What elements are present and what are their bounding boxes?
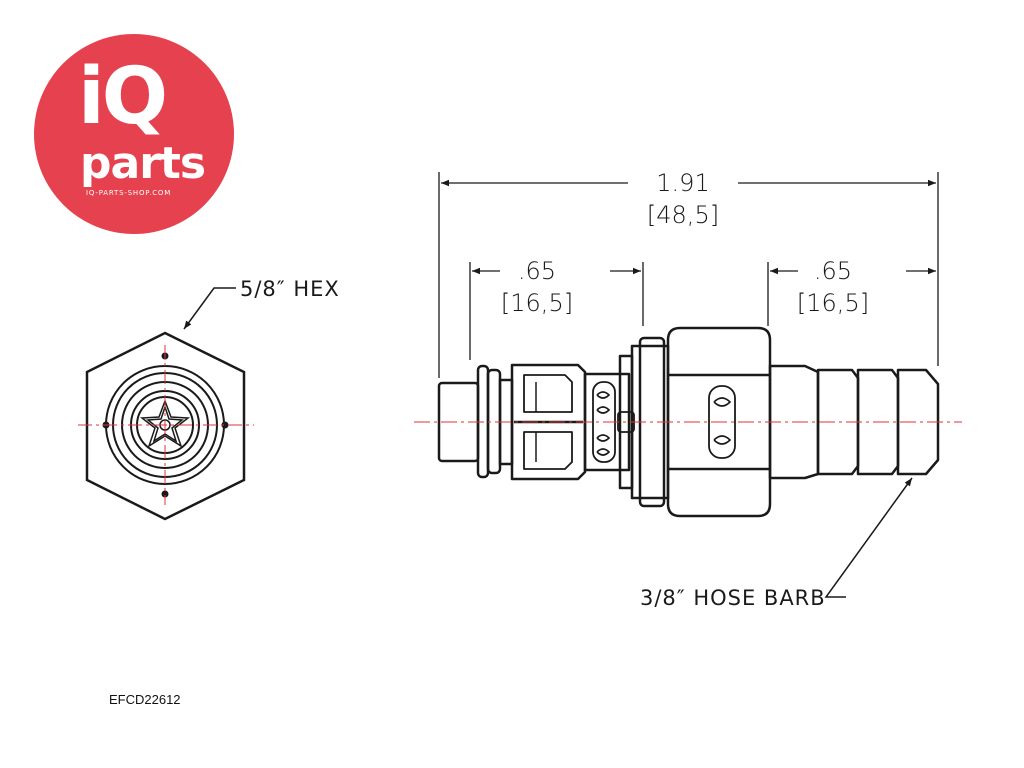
coupling-side-view [437, 326, 940, 518]
latch-window-top [523, 374, 573, 413]
barb-label: 3/8″ HOSE BARB [640, 586, 826, 610]
hex-label: 5/8″ HEX [240, 277, 340, 301]
barb-leader [824, 477, 913, 598]
hex-body [666, 326, 772, 518]
right-length-in: .65 [814, 257, 852, 285]
overall-length-mm: [48,5] [647, 201, 719, 229]
left-length-in: .65 [518, 257, 556, 285]
overall-length-in: 1.91 [656, 169, 709, 197]
left-length-mm: [16,5] [501, 289, 573, 317]
part-code: EFCD22612 [109, 692, 181, 707]
logo-wordmark-parts: parts [80, 138, 206, 189]
hex-leader [183, 287, 236, 330]
right-length-mm: [16,5] [797, 289, 869, 317]
hex-outline [85, 331, 246, 521]
latch-body [510, 363, 587, 481]
logo-wordmark-iq: iQ [78, 52, 168, 142]
brand-glyphs [596, 391, 732, 456]
dimension-lines [438, 172, 939, 378]
logo-slot-right [708, 385, 736, 459]
iq-parts-logo: iQ parts IQ-PARTS-SHOP.COM [34, 34, 234, 234]
logo-url: IQ-PARTS-SHOP.COM [86, 189, 172, 197]
barb-ring-3 [896, 368, 940, 476]
latch-window-bottom [523, 431, 573, 470]
